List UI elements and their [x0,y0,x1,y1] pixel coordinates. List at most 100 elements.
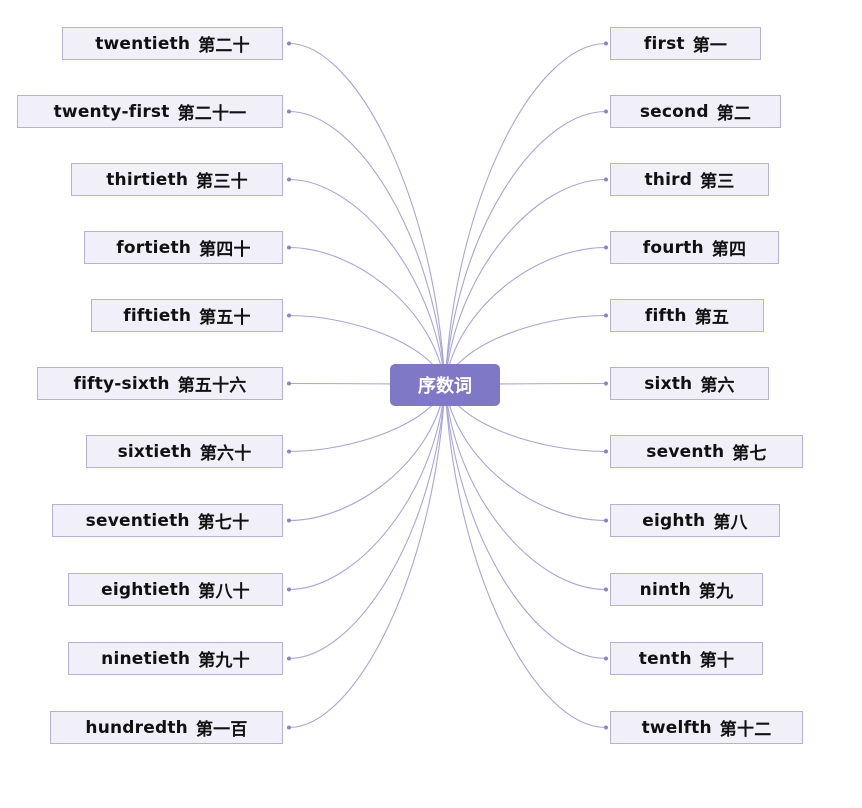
node-zh-label: 第三 [700,172,735,192]
node-en-label: fourth [642,237,704,258]
connector-line [288,110,446,386]
node-zh-label: 第四十 [199,240,251,260]
node-zh-label: 第七十 [197,513,250,533]
connector-dot [604,656,608,661]
connector-line [288,384,446,591]
node-zh-label: 第七 [732,444,767,464]
node-left-0[interactable]: twentieth 第二十 [62,27,283,60]
node-left-5[interactable]: fifty-sixth 第五十六 [37,367,283,400]
connector-dot [287,725,291,730]
node-en-label: first [643,33,685,54]
node-zh-label: 第二十一 [177,104,247,124]
node-en-label: hundredth [85,717,188,738]
connector-dot [287,245,291,250]
node-zh-label: 第八 [713,513,748,533]
connector-dot [604,177,608,182]
node-right-1[interactable]: second 第二 [610,95,781,128]
connector-dot [287,518,291,523]
node-en-label: ninth [639,579,691,600]
node-en-label: twenty-first [53,101,170,122]
connector-line [444,246,607,386]
node-en-label: fifth [644,305,687,326]
node-left-4[interactable]: fiftieth 第五十 [91,299,283,332]
node-right-5[interactable]: sixth 第六 [610,367,769,400]
node-en-label: eightieth [101,579,191,600]
connector-dot [287,381,291,386]
node-en-label: ninetieth [101,648,191,669]
node-right-6[interactable]: seventh 第七 [610,435,803,468]
node-en-label: sixtieth [117,441,192,462]
node-zh-label: 第六 [700,376,735,396]
connector-dot [287,177,291,182]
connector-dot [604,245,608,250]
node-right-10[interactable]: twelfth 第十二 [610,711,803,744]
connector-dot [604,381,608,386]
node-en-label: fifty-sixth [73,373,170,394]
connector-line [444,178,607,386]
center-node[interactable]: 序数词 [390,364,500,406]
node-zh-label: 第十二 [719,720,772,740]
connector-line [288,246,446,386]
node-en-label: fiftieth [123,305,192,326]
connector-line [444,384,607,522]
center-label: 序数词 [418,376,472,397]
node-right-8[interactable]: ninth 第九 [610,573,763,606]
node-zh-label: 第五 [694,308,730,328]
node-left-1[interactable]: twenty-first 第二十一 [17,95,283,128]
node-en-label: twentieth [95,33,191,54]
node-en-label: fortieth [116,237,192,258]
node-en-label: tenth [638,648,692,669]
connector-dot [287,449,291,454]
connector-dot [604,41,608,46]
node-right-9[interactable]: tenth 第十 [610,642,763,675]
node-right-3[interactable]: fourth 第四 [610,231,779,264]
connector-line [444,384,607,729]
node-zh-label: 第一百 [195,720,248,740]
connector-line [288,178,446,386]
node-zh-label: 第九十 [198,651,250,671]
connector-line [288,42,446,386]
connector-dot [287,656,291,661]
node-left-9[interactable]: ninetieth 第九十 [68,642,283,675]
node-zh-label: 第二 [716,104,752,124]
connector-line [444,384,607,591]
connector-dot [287,41,291,46]
connector-dot [604,109,608,114]
node-zh-label: 第八十 [198,582,250,602]
node-right-4[interactable]: fifth 第五 [610,299,764,332]
node-en-label: second [639,101,709,122]
node-left-2[interactable]: thirtieth 第三十 [71,163,283,196]
node-left-7[interactable]: seventieth 第七十 [52,504,283,537]
connector-line [444,42,607,386]
node-zh-label: 第一 [692,36,728,56]
node-left-10[interactable]: hundredth 第一百 [50,711,283,744]
connector-dot [287,313,291,318]
node-right-2[interactable]: third 第三 [610,163,769,196]
node-zh-label: 第三十 [196,172,248,192]
node-zh-label: 第九 [698,582,734,602]
connector-line [288,384,446,522]
connector-dot [604,313,608,318]
node-en-label: third [644,169,693,190]
node-en-label: thirtieth [106,169,189,190]
connector-dot [604,725,608,730]
node-zh-label: 第五十 [199,308,251,328]
node-en-label: sixth [644,373,693,394]
node-left-6[interactable]: sixtieth 第六十 [86,435,283,468]
node-right-7[interactable]: eighth 第八 [610,504,780,537]
connector-line [444,384,607,660]
node-left-8[interactable]: eightieth 第八十 [68,573,283,606]
node-left-3[interactable]: fortieth 第四十 [84,231,283,264]
connector-line [444,110,607,386]
connector-dot [604,518,608,523]
node-zh-label: 第二十 [198,36,250,56]
node-en-label: twelfth [641,717,712,738]
node-right-0[interactable]: first 第一 [610,27,761,60]
node-zh-label: 第六十 [199,444,252,464]
connector-dot [287,109,291,114]
node-zh-label: 第十 [699,651,735,671]
node-zh-label: 第五十六 [177,376,247,396]
connector-line [288,384,446,729]
node-en-label: eighth [642,510,706,531]
